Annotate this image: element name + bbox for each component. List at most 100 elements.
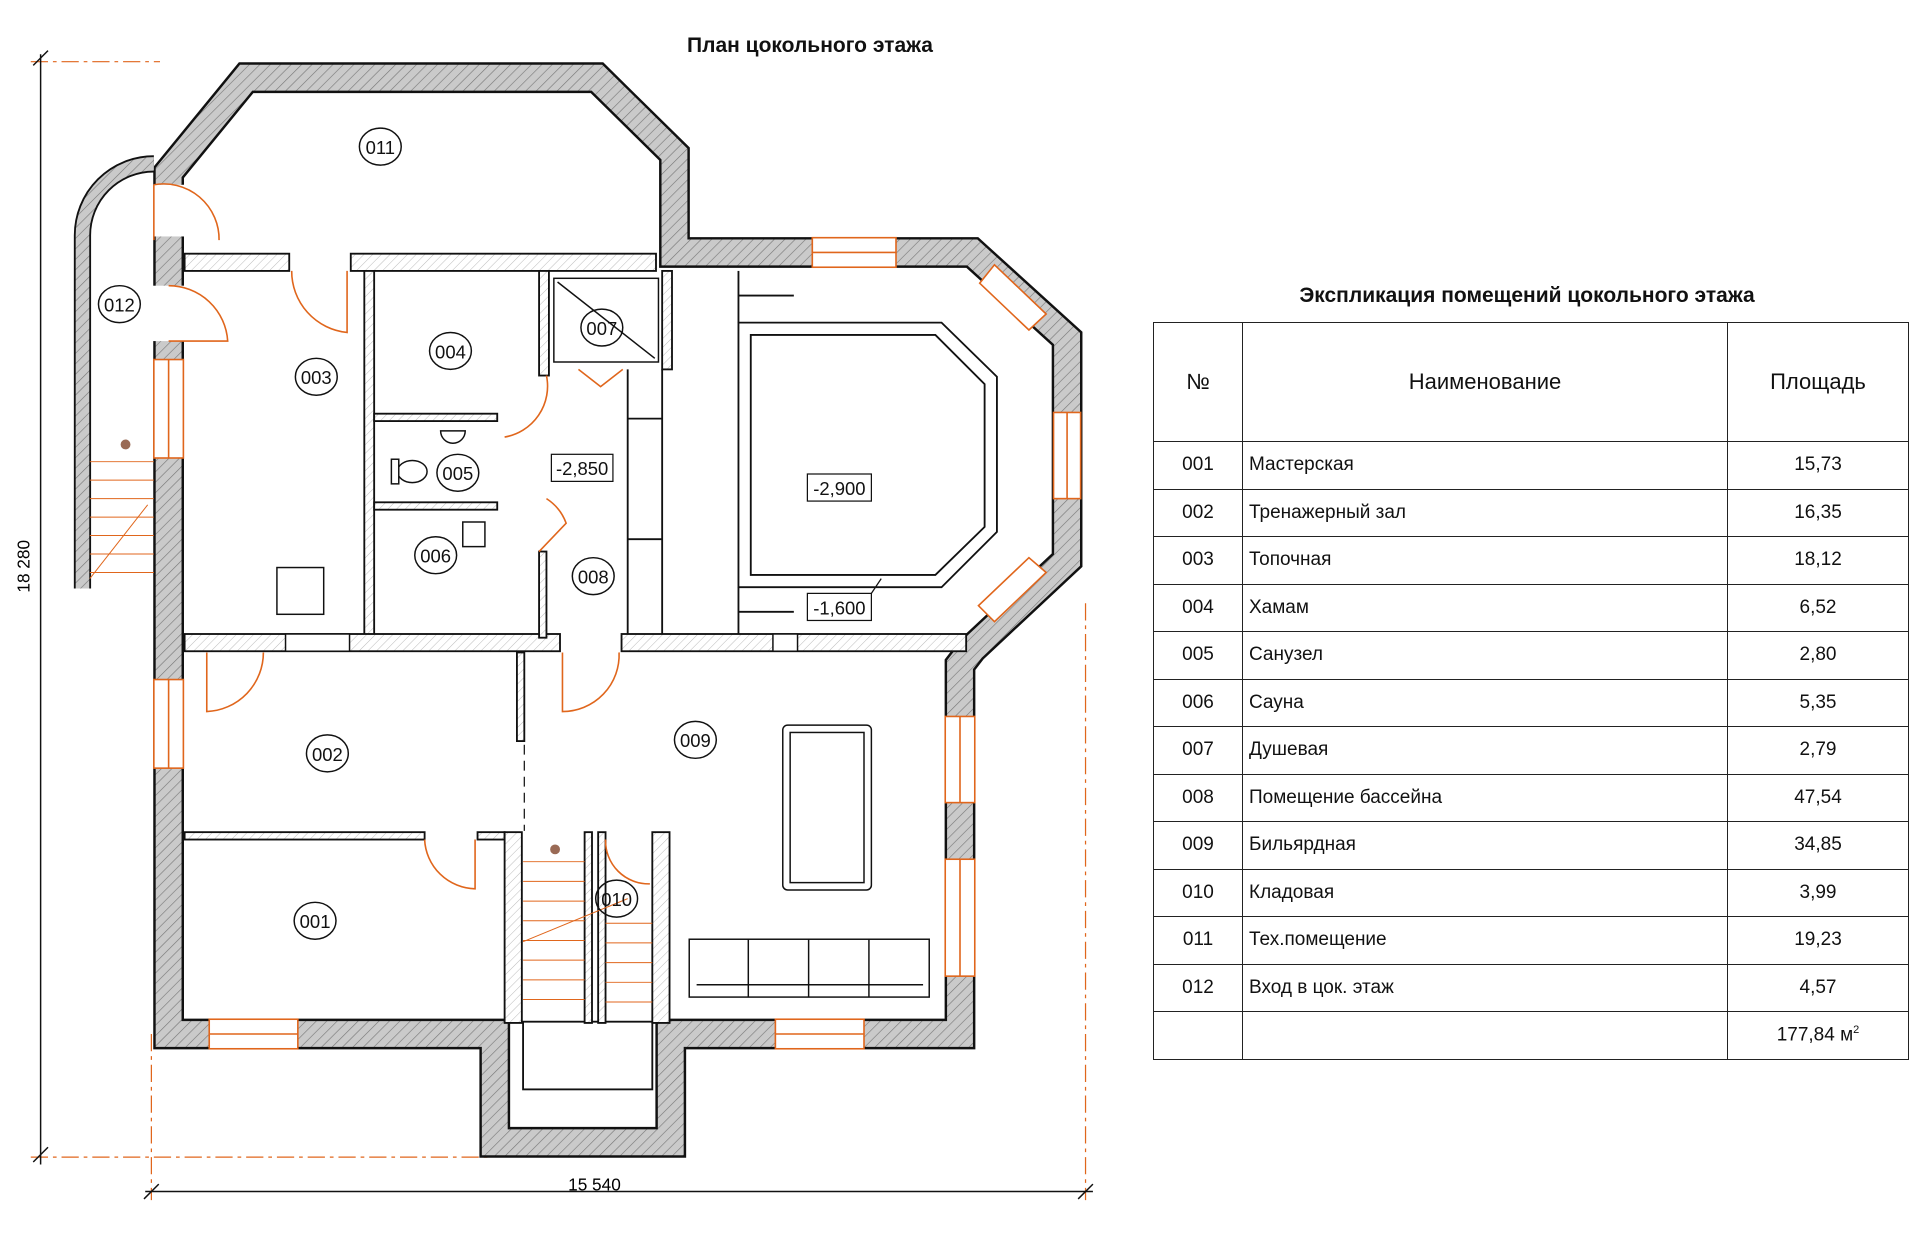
room-number: 003 bbox=[1153, 536, 1243, 585]
dimension-lines bbox=[30, 61, 1087, 1201]
staircases bbox=[89, 461, 653, 1003]
room-name: Вход в цок. этаж bbox=[1242, 963, 1728, 1012]
level-mark-corridor: -2,850 bbox=[550, 453, 614, 482]
svg-text:005: 005 bbox=[442, 463, 473, 484]
stair-marker bbox=[550, 844, 560, 855]
room-name: Мастерская bbox=[1242, 441, 1728, 490]
room-tag-001: 001 bbox=[293, 901, 337, 940]
room-area: 6,52 bbox=[1727, 583, 1909, 632]
room-tag-008: 008 bbox=[571, 556, 615, 596]
svg-text:-2,900: -2,900 bbox=[813, 478, 865, 499]
room-tag-004: 004 bbox=[428, 331, 473, 371]
header-name: Наименование bbox=[1242, 322, 1728, 442]
svg-text:011: 011 bbox=[366, 137, 395, 158]
room-number: 009 bbox=[1153, 821, 1243, 870]
room-tag-007: 007 bbox=[580, 308, 624, 347]
plan-title: План цокольного этажа bbox=[687, 34, 933, 57]
room-tag-006: 006 bbox=[414, 536, 458, 575]
svg-text:006: 006 bbox=[420, 546, 451, 567]
room-area: 18,12 bbox=[1727, 536, 1909, 585]
exterior-walls bbox=[73, 62, 1083, 1158]
svg-text:-1,600: -1,600 bbox=[813, 597, 865, 618]
doors bbox=[153, 183, 650, 890]
room-area: 34,85 bbox=[1727, 821, 1909, 870]
room-tag-005: 005 bbox=[436, 453, 480, 492]
room-name: Санузел bbox=[1242, 631, 1728, 680]
room-name: Кладовая bbox=[1242, 868, 1728, 917]
height-dimension-label: 18 280 bbox=[14, 540, 34, 593]
svg-text:010: 010 bbox=[601, 889, 632, 910]
svg-text:004: 004 bbox=[435, 341, 466, 362]
room-area: 5,35 bbox=[1727, 678, 1909, 727]
toilet-icon bbox=[396, 459, 428, 484]
svg-text:003: 003 bbox=[301, 367, 332, 388]
room-tag-012: 012 bbox=[97, 284, 142, 324]
room-number: 011 bbox=[1153, 916, 1243, 965]
level-mark-pool-side: -1,600 bbox=[806, 578, 882, 622]
room-tag-002: 002 bbox=[305, 734, 350, 773]
table-total-row: 177,84 м2 bbox=[1153, 1011, 1909, 1060]
width-dimension-label: 15 540 bbox=[568, 1174, 621, 1194]
room-number: 010 bbox=[1153, 868, 1243, 917]
header-area: Площадь bbox=[1727, 322, 1909, 442]
room-tag-011: 011 bbox=[358, 127, 402, 166]
svg-text:012: 012 bbox=[104, 295, 135, 316]
room-area: 47,54 bbox=[1727, 773, 1909, 822]
room-number: 001 bbox=[1153, 441, 1243, 490]
svg-text:009: 009 bbox=[680, 730, 711, 751]
room-number: 005 bbox=[1153, 631, 1243, 680]
stair-marker bbox=[120, 439, 131, 450]
pool bbox=[626, 270, 998, 635]
room-name: Тех.помещение bbox=[1242, 916, 1728, 965]
table-header-row: № Наименование Площадь bbox=[1153, 322, 1909, 442]
room-name: Бильярдная bbox=[1242, 821, 1728, 870]
level-mark-pool: -2,900 bbox=[806, 473, 873, 502]
fixtures bbox=[276, 277, 930, 998]
room-number: 012 bbox=[1153, 963, 1243, 1012]
svg-text:002: 002 bbox=[312, 744, 343, 765]
room-tag-009: 009 bbox=[673, 720, 718, 760]
room-name: Сауна bbox=[1242, 678, 1728, 727]
room-area: 19,23 bbox=[1727, 916, 1909, 965]
boiler bbox=[276, 566, 325, 616]
interior-walls bbox=[183, 252, 968, 1024]
room-area: 2,79 bbox=[1727, 726, 1909, 775]
room-area: 2,80 bbox=[1727, 631, 1909, 680]
total-area: 177,84 м2 bbox=[1727, 1011, 1909, 1060]
room-number: 006 bbox=[1153, 678, 1243, 727]
svg-text:008: 008 bbox=[578, 567, 609, 588]
room-area: 4,57 bbox=[1727, 963, 1909, 1012]
room-name: Хамам bbox=[1242, 583, 1728, 632]
room-area: 16,35 bbox=[1727, 488, 1909, 537]
room-number: 007 bbox=[1153, 726, 1243, 775]
svg-text:001: 001 bbox=[300, 911, 331, 932]
header-num: № bbox=[1153, 322, 1243, 442]
room-number: 004 bbox=[1153, 583, 1243, 632]
room-name: Помещение бассейна bbox=[1242, 773, 1728, 822]
room-tag-010: 010 bbox=[594, 879, 639, 918]
sink-icon bbox=[439, 430, 466, 444]
room-name: Душевая bbox=[1242, 726, 1728, 775]
explication-title: Экспликация помещений цокольного этажа bbox=[1299, 284, 1755, 307]
room-area: 15,73 bbox=[1727, 441, 1909, 490]
room-name: Топочная bbox=[1242, 536, 1728, 585]
svg-text:007: 007 bbox=[586, 318, 617, 339]
room-tag-003: 003 bbox=[294, 357, 338, 396]
room-number: 008 bbox=[1153, 773, 1243, 822]
room-area: 3,99 bbox=[1727, 868, 1909, 917]
svg-text:-2,850: -2,850 bbox=[556, 458, 608, 479]
